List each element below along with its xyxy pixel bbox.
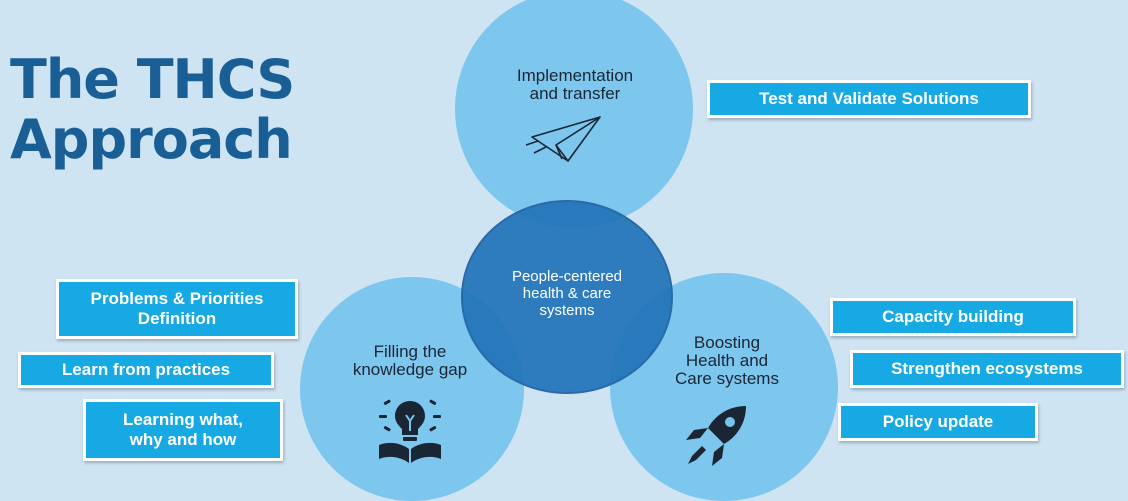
test-validate-text: Test and Validate Solutions (759, 89, 979, 108)
implementation-circle (455, 0, 693, 228)
implementation-label: Implementation and transfer (480, 67, 670, 103)
learn-practices-tag: Learn from practices (18, 352, 274, 388)
people-centered-label-line-3: systems (539, 302, 595, 319)
learning-what-line-1: Learning what, (123, 410, 243, 429)
strengthen-ecosystems-tag: Strengthen ecosystems (850, 350, 1124, 388)
boosting-systems-label-line-2: Health and (685, 351, 769, 370)
problems-priorities-line-1: Problems & Priorities (90, 289, 264, 308)
implementation-label-line-1: Implementation (516, 66, 634, 85)
problems-priorities-line-2: Definition (137, 309, 217, 328)
page-title: The THCS Approach (10, 50, 340, 170)
boosting-systems-label: Boosting Health and Care systems (632, 334, 822, 388)
knowledge-gap-label-line-1: Filling the (373, 342, 447, 361)
problems-priorities-tag: Problems & Priorities Definition (56, 279, 298, 339)
title-line-1: The THCS (10, 48, 295, 111)
boosting-systems-label-line-1: Boosting (693, 333, 761, 352)
people-centered-label: People-centered health & care systems (478, 268, 656, 319)
paper-plane-icon (525, 116, 601, 162)
people-centered-circle (461, 200, 673, 394)
test-validate-tag: Test and Validate Solutions (707, 80, 1031, 118)
people-centered-label-line-1: People-centered (511, 268, 623, 285)
people-centered-label-line-2: health & care (522, 285, 612, 302)
boosting-systems-label-line-3: Care systems (675, 369, 779, 388)
learn-practices-text: Learn from practices (61, 360, 231, 379)
implementation-label-line-2: and transfer (529, 84, 621, 103)
capacity-building-tag: Capacity building (830, 298, 1076, 336)
policy-update-text: Policy update (882, 412, 994, 431)
learning-what-tag: Learning what, why and how (83, 399, 283, 461)
rocket-icon (686, 406, 746, 466)
knowledge-gap-label: Filling the knowledge gap (320, 343, 500, 379)
learning-what-line-2: why and how (129, 430, 237, 449)
title-line-2: Approach (10, 108, 293, 171)
knowledge-gap-label-line-2: knowledge gap (352, 360, 468, 379)
idea-book-icon (379, 399, 441, 463)
strengthen-ecosystems-text: Strengthen ecosystems (891, 359, 1083, 378)
policy-update-tag: Policy update (838, 403, 1038, 441)
capacity-building-text: Capacity building (882, 307, 1024, 326)
